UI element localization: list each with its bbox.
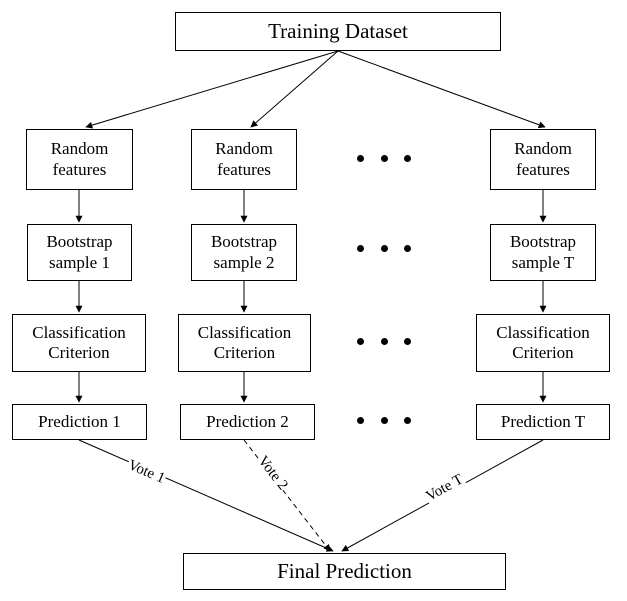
prediction-label-1: Prediction 1: [38, 411, 121, 431]
ellipsis-row-bootstrap: [357, 238, 411, 258]
edge-dataset-to-random-2: [250, 50, 339, 128]
random-features-line-2: features: [516, 159, 570, 179]
criterion-line-2: Criterion: [512, 343, 574, 362]
criterion-line-1: Classification: [197, 322, 292, 342]
training-dataset-node: Training Dataset: [175, 12, 501, 51]
dot-icon: [404, 154, 411, 162]
random-features-node-2: Random features: [191, 129, 297, 190]
criterion-line-2: Criterion: [213, 343, 276, 362]
bootstrap-line-2: sample 2: [213, 252, 275, 272]
random-features-line-2: features: [217, 159, 271, 179]
edge-vote-1: [78, 439, 334, 552]
random-features-line-2: features: [52, 159, 107, 179]
ellipsis-row-random-features: [357, 148, 411, 168]
random-features-node-1: Random features: [26, 129, 133, 190]
final-prediction-node: Final Prediction: [183, 553, 506, 590]
ellipsis-row-prediction: [357, 410, 411, 430]
bootstrap-node-2: Bootstrap sample 2: [191, 224, 297, 281]
criterion-line-2: Criterion: [48, 343, 110, 362]
dot-icon: [357, 416, 364, 424]
prediction-label-T: Prediction T: [500, 411, 586, 431]
dot-icon: [380, 244, 388, 252]
dot-icon: [404, 337, 411, 345]
random-features-line-1: Random: [50, 139, 109, 159]
bootstrap-line-1: Bootstrap: [210, 232, 278, 252]
dot-icon: [404, 244, 411, 252]
prediction-node-1: Prediction 1: [12, 404, 147, 440]
bootstrap-node-1: Bootstrap sample 1: [27, 224, 132, 281]
random-features-line-1: Random: [514, 139, 572, 159]
prediction-node-2: Prediction 2: [180, 404, 315, 440]
bootstrap-line-2: sample 1: [49, 252, 110, 272]
criterion-node-1: Classification Criterion: [12, 314, 146, 372]
training-dataset-label: Training Dataset: [268, 18, 408, 43]
edge-dataset-to-random-1: [85, 50, 339, 129]
criterion-node-2: Classification Criterion: [178, 314, 311, 372]
dot-icon: [357, 154, 364, 162]
bootstrap-line-1: Bootstrap: [509, 232, 577, 252]
random-features-line-1: Random: [215, 139, 273, 159]
random-features-node-T: Random features: [490, 129, 596, 190]
dot-icon: [357, 337, 364, 345]
dot-icon: [380, 154, 388, 162]
bootstrap-line-1: Bootstrap: [46, 232, 113, 252]
ellipsis-row-criterion: [357, 331, 411, 351]
prediction-label-2: Prediction 2: [206, 411, 289, 431]
edge-vote-2: [243, 439, 331, 552]
bootstrap-node-T: Bootstrap sample T: [490, 224, 596, 281]
dot-icon: [404, 416, 411, 424]
edge-dataset-to-random-T: [337, 50, 546, 129]
criterion-node-T: Classification Criterion: [476, 314, 610, 372]
criterion-line-1: Classification: [496, 322, 590, 342]
prediction-node-T: Prediction T: [476, 404, 610, 440]
dot-icon: [380, 416, 388, 424]
final-prediction-label: Final Prediction: [277, 558, 412, 583]
dot-icon: [357, 244, 364, 252]
criterion-line-1: Classification: [32, 322, 126, 342]
dot-icon: [380, 337, 388, 345]
bootstrap-line-2: sample T: [511, 252, 575, 272]
